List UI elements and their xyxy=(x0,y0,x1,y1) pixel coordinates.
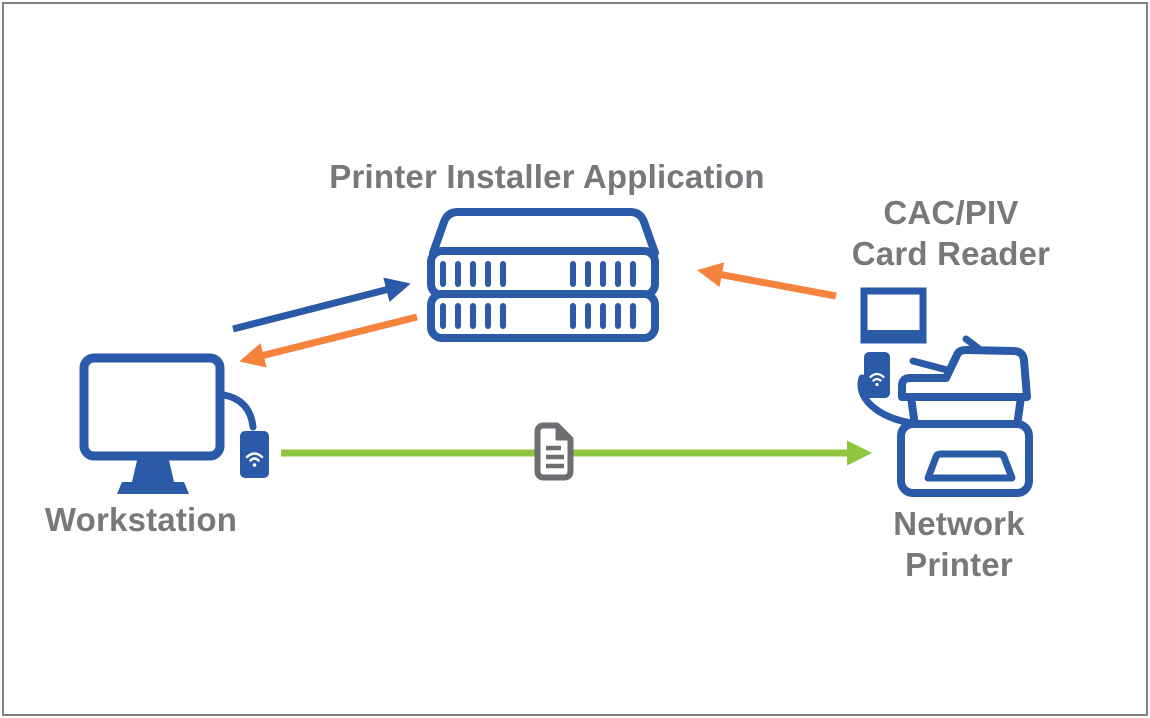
document-icon xyxy=(534,422,574,481)
monitor-dongle-connector-arc xyxy=(220,391,257,431)
wifi-icon xyxy=(869,372,885,382)
arrow-workstation-to-server xyxy=(232,277,411,333)
card-reader-icon xyxy=(860,287,927,344)
server-stack-icon xyxy=(427,208,659,342)
document-text-lines xyxy=(546,445,564,469)
card-reader-usb-wifi-dongle-icon xyxy=(864,352,890,398)
wifi-icon xyxy=(245,452,264,462)
arrow-card-reader-to-server xyxy=(697,262,837,300)
monitor-icon xyxy=(79,353,225,494)
server-drive-slots xyxy=(440,261,636,329)
label-printer-installer-application: Printer Installer Application xyxy=(329,158,765,195)
label-workstation: Workstation xyxy=(44,501,238,538)
multifunction-printer-icon xyxy=(897,335,1033,497)
label-cac-piv-card-reader: CAC/PIV Card Reader xyxy=(851,194,1051,272)
label-network-printer: Network Printer xyxy=(893,505,1025,583)
arrow-server-to-workstation xyxy=(239,313,418,368)
workstation-usb-wifi-dongle-icon xyxy=(240,431,269,478)
